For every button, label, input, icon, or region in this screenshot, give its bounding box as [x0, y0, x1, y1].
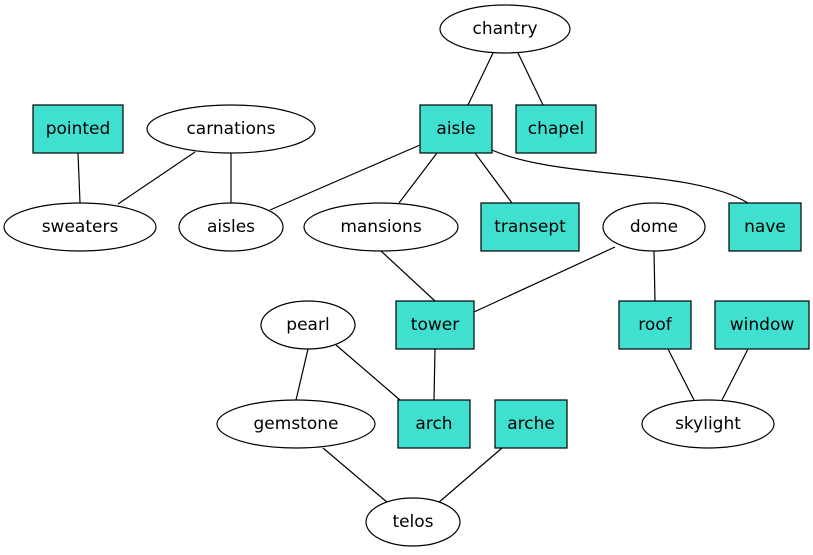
node-nave: nave [728, 202, 802, 252]
node-mansions: mansions [303, 202, 459, 252]
edge-arche-telos [437, 447, 503, 504]
node-ellipse [303, 202, 459, 252]
edge-chantry-chapel [517, 52, 544, 106]
node-box [397, 399, 471, 449]
node-roof: roof [618, 300, 692, 350]
node-label: tower [411, 315, 459, 335]
node-label: gemstone [254, 414, 339, 434]
node-telos: telos [365, 497, 461, 547]
node-label: aisle [436, 119, 475, 139]
node-pointed: pointed [32, 104, 124, 154]
node-label: pointed [46, 119, 111, 139]
edge-pearl-gemstone [295, 348, 309, 401]
node-box [728, 202, 802, 252]
node-box [395, 300, 475, 350]
edge-aisle-transept [474, 152, 513, 204]
edge-chantry-aisle [467, 52, 494, 106]
edges-layer [77, 52, 749, 504]
node-chapel: chapel [515, 104, 597, 154]
edge-dome-tower [473, 246, 616, 313]
node-label: arche [507, 414, 555, 434]
node-label: aisles [207, 217, 255, 237]
node-window: window [714, 300, 810, 350]
node-aisle: aisle [419, 104, 493, 154]
node-box [515, 104, 597, 154]
node-ellipse [260, 300, 356, 350]
edge-aisle-aisles [269, 144, 421, 211]
node-box [419, 104, 493, 154]
node-box [32, 104, 124, 154]
node-label: telos [392, 512, 433, 532]
edge-tower-arch [433, 348, 436, 401]
node-ellipse [439, 4, 571, 54]
node-label: pearl [286, 315, 329, 335]
node-ellipse [641, 399, 775, 449]
node-ellipse [365, 497, 461, 547]
edge-pearl-arch [335, 344, 401, 401]
node-box [714, 300, 810, 350]
node-dome: dome [602, 202, 706, 252]
node-ellipse [3, 202, 157, 252]
node-label: arch [415, 414, 452, 434]
node-tower: tower [395, 300, 475, 350]
node-label: dome [630, 217, 678, 237]
edge-window-skylight [721, 348, 749, 401]
node-aisles: aisles [178, 202, 284, 252]
node-label: chapel [528, 119, 585, 139]
node-label: sweaters [42, 217, 119, 237]
edge-aisle-nave [491, 149, 749, 204]
node-arch: arch [397, 399, 471, 449]
node-label: window [730, 315, 795, 335]
edge-aisle-mansions [398, 152, 438, 204]
edge-roof-skylight [667, 348, 695, 401]
node-gemstone: gemstone [216, 399, 376, 449]
edge-dome-roof [653, 250, 656, 302]
node-ellipse [602, 202, 706, 252]
node-skylight: skylight [641, 399, 775, 449]
edge-pointed-sweaters [77, 152, 81, 204]
edge-carnations-sweaters [117, 151, 196, 205]
node-label: roof [638, 315, 672, 335]
node-label: nave [744, 217, 786, 237]
node-label: transept [494, 217, 566, 237]
node-ellipse [178, 202, 284, 252]
node-label: carnations [186, 119, 275, 139]
node-carnations: carnations [146, 104, 316, 154]
edge-mansions-tower [380, 250, 436, 302]
node-label: skylight [675, 414, 741, 434]
node-transept: transept [480, 202, 580, 252]
edge-gemstone-telos [322, 447, 389, 504]
node-pearl: pearl [260, 300, 356, 350]
node-box [494, 399, 568, 449]
node-arche: arche [494, 399, 568, 449]
node-box [480, 202, 580, 252]
node-label: mansions [340, 217, 422, 237]
node-chantry: chantry [439, 4, 571, 54]
nodes-layer: chantry aisle chapel pointed carnations sweat… [3, 4, 810, 547]
node-sweaters: sweaters [3, 202, 157, 252]
node-ellipse [216, 399, 376, 449]
node-label: chantry [472, 19, 537, 39]
node-ellipse [146, 104, 316, 154]
node-box [618, 300, 692, 350]
